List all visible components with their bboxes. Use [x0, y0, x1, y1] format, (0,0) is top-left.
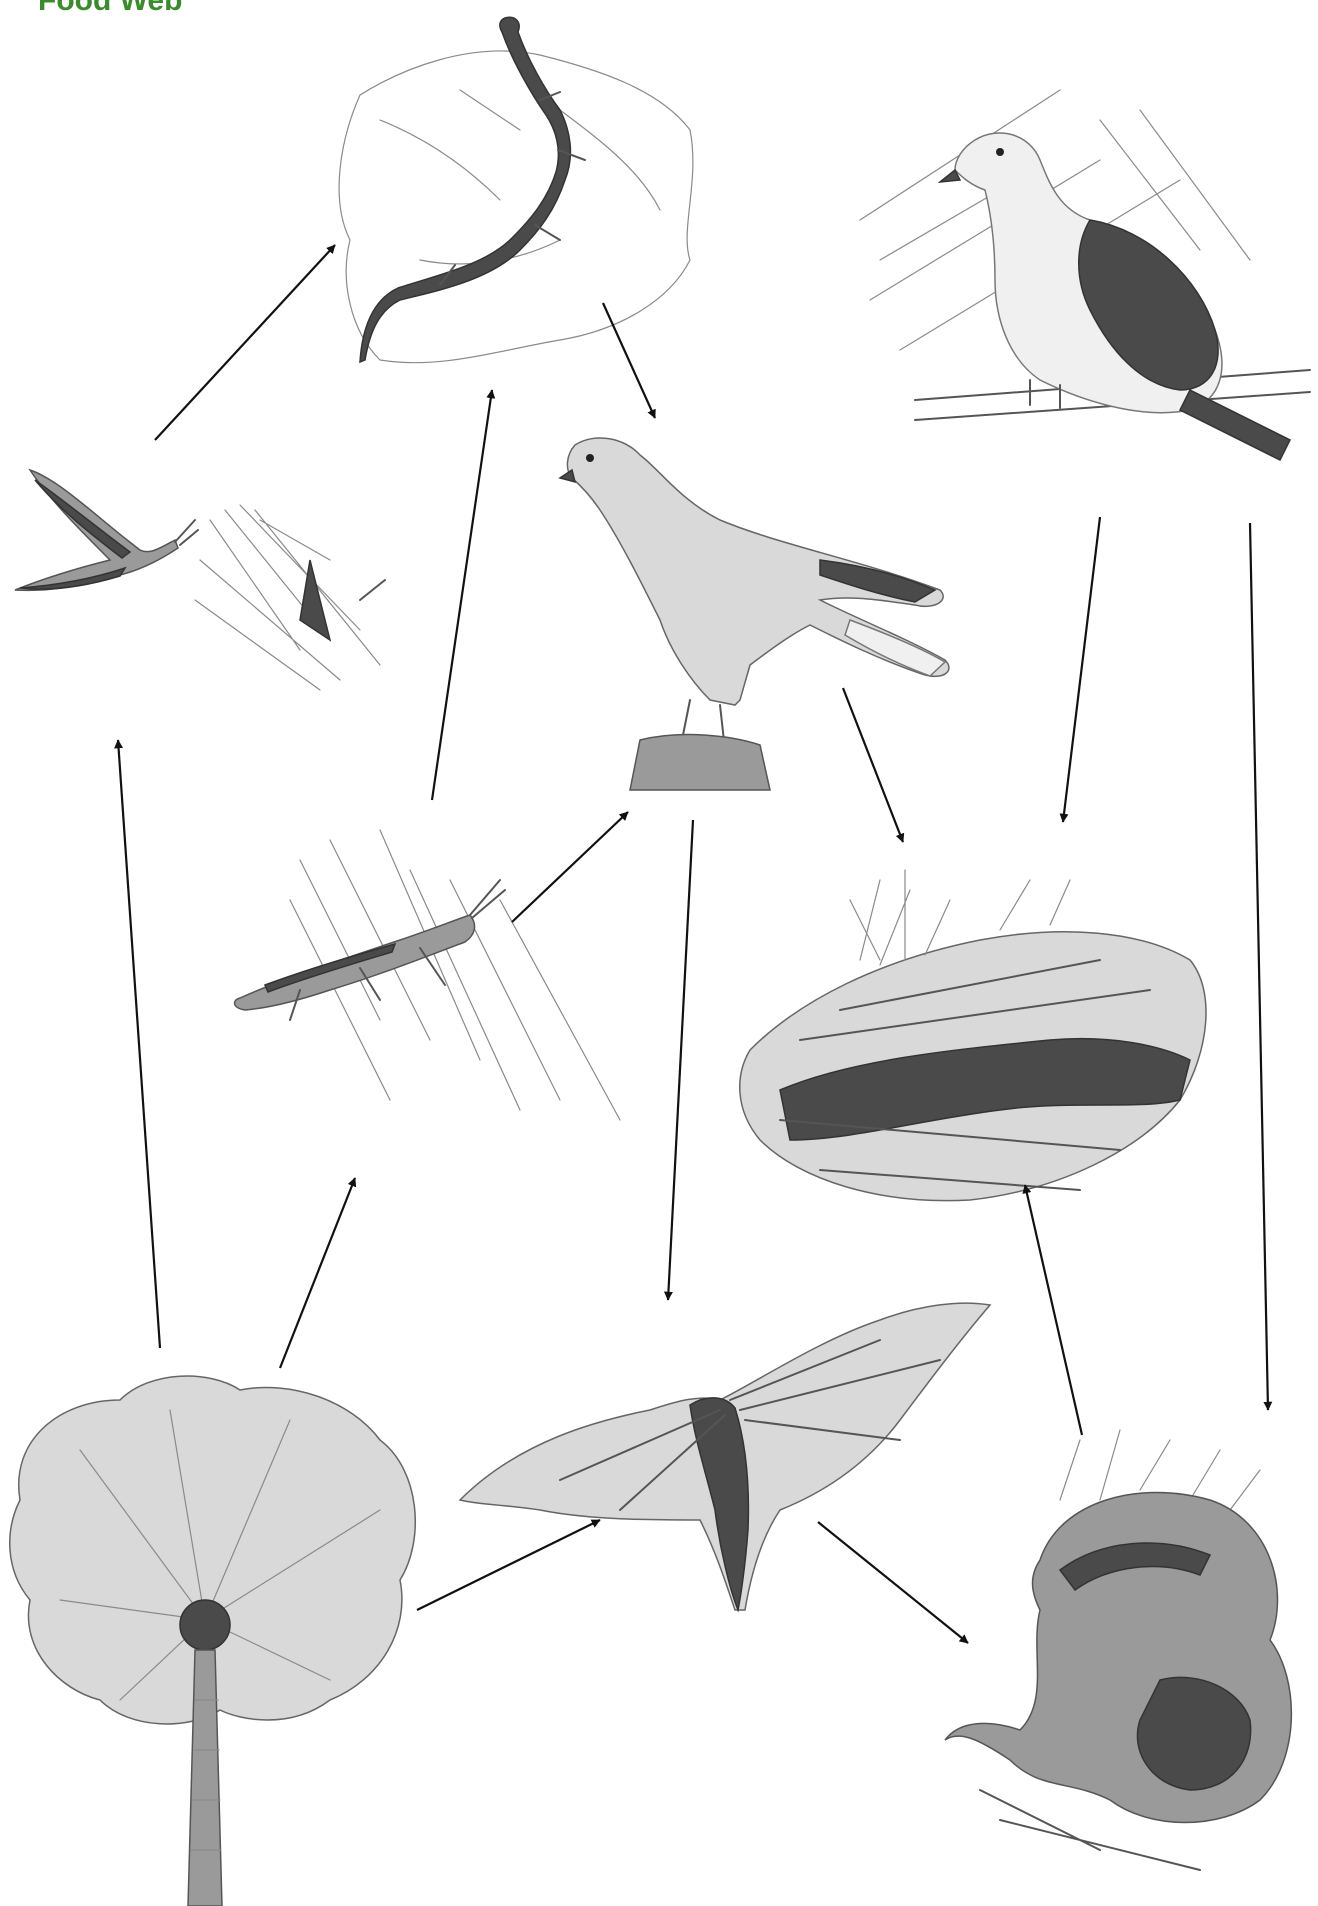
- arrow-pigeon-to-snake: [1250, 523, 1268, 1410]
- pigeon-icon: [860, 90, 1310, 460]
- arrow-grasshopper-to-hawk: [512, 812, 628, 922]
- arrow-snake-to-log: [1025, 1185, 1082, 1435]
- arrow-moth-to-lizard: [155, 245, 335, 440]
- arrow-tree-to-grasshopper: [280, 1178, 355, 1368]
- rotting-log-icon: [740, 870, 1206, 1201]
- lizard-icon: [339, 17, 693, 362]
- arrow-hawk-to-log: [843, 688, 903, 842]
- tree-icon: [10, 1376, 416, 1906]
- fruit-bat-icon: [460, 1303, 990, 1610]
- arrow-tree-to-moth: [118, 740, 160, 1348]
- snake-icon: [945, 1430, 1291, 1870]
- arrow-bat-to-snake: [818, 1522, 968, 1643]
- hawk-icon: [560, 438, 949, 790]
- moth-icon: [15, 470, 385, 690]
- arrow-lizard-to-hawk: [603, 303, 655, 418]
- arrow-grasshopper-to-lizard: [432, 390, 492, 800]
- arrow-tree-to-bat: [417, 1520, 600, 1610]
- arrow-pigeon-to-log: [1063, 517, 1100, 822]
- arrow-hawk-to-bat: [668, 820, 693, 1300]
